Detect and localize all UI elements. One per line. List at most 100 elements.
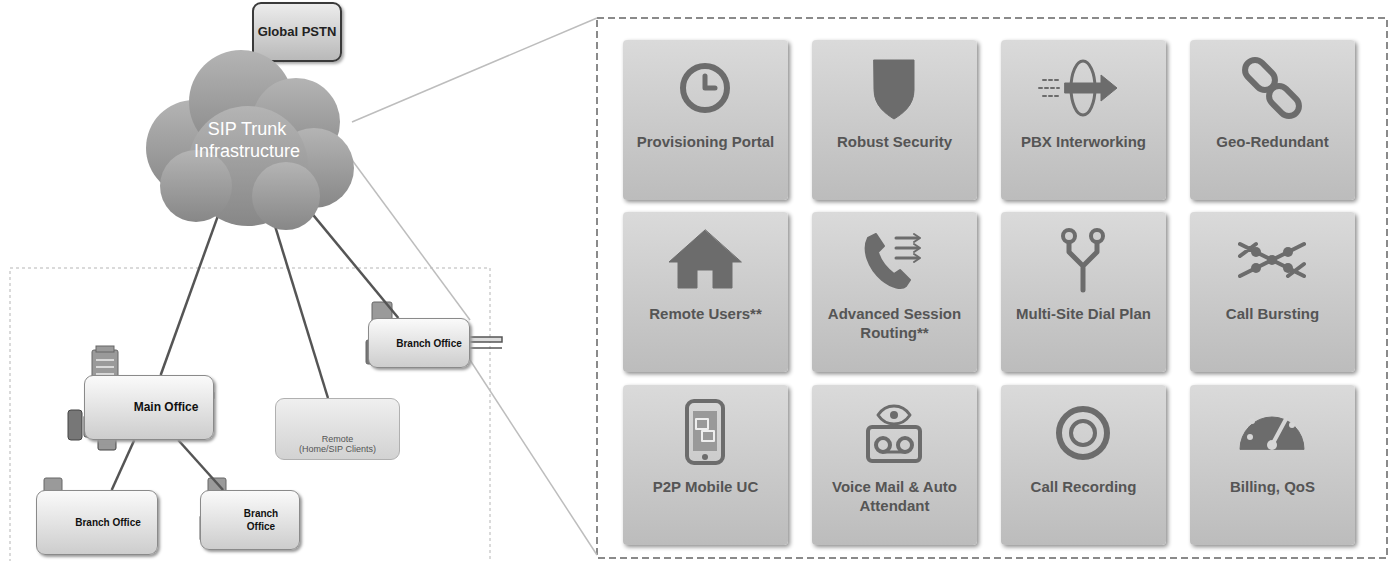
feature-icon [1190,212,1355,307]
node-label: Branch Office [229,507,293,533]
fork-icon-part [1091,230,1103,242]
feature-label: Voice Mail & Auto Attendant [818,477,971,515]
clock-icon-part [683,66,727,110]
node-label: Main Office [134,401,199,414]
cloud-box: SIP Trunk Infrastructure [136,36,358,234]
burst-icon-part [1251,263,1261,273]
feature-label: Call Recording [1031,477,1137,496]
tile-box: Call Bursting [1190,212,1355,372]
node-label: Remote [322,434,354,444]
feature-label: Advanced Session Routing** [818,304,971,342]
cloud-lobe [252,162,320,230]
office-box: Main Office [84,375,214,440]
site-region [10,268,490,561]
pbx-icon-part [1065,75,1117,101]
node-label: Branch Office [396,337,462,350]
feature-icon [1001,40,1166,135]
clock-icon [683,66,727,110]
trunk-link [178,440,223,490]
target-icon-part [1071,421,1095,445]
chain-icon [1241,56,1303,120]
voicemail-icon [868,406,920,461]
feature-label: Call Bursting [1226,304,1319,323]
tile-box: Voice Mail & Auto Attendant [812,385,977,545]
feature-icon [623,212,788,307]
tile-box: P2P Mobile UC [623,385,788,545]
gauge-icon-part [1267,440,1277,450]
tile-box: Robust Security [812,40,977,200]
tile-box: Billing, QoS [1190,385,1355,545]
feature-icon [812,385,977,480]
office-box: Branch Office [368,318,470,368]
feature-icon [1001,212,1166,307]
feature-label: Robust Security [837,132,952,151]
mobile-icon-part [693,411,717,451]
pbx-icon [1039,61,1117,115]
tile-box: Geo-Redundant [1190,40,1355,200]
zoom-line [352,18,597,122]
gauge-icon-part [1247,434,1253,440]
house-icon [669,230,741,288]
phone-icon [866,234,920,288]
tile-box: Call Recording [1001,385,1166,545]
fork-icon-part [1069,238,1097,290]
trunk-link [112,440,135,490]
gauge-icon-part [1289,422,1295,428]
voicemail-icon-part [878,406,910,424]
office-box: Branch Office [36,490,158,555]
node-label: SIP Trunk Infrastructure [172,118,322,162]
burst-icon-part [1283,263,1293,273]
voicemail-icon-part [868,427,920,461]
mobile-icon-part [702,454,708,460]
burst-icon-part [1283,247,1293,257]
window-lines-part [96,359,114,361]
office-box: Branch Office [200,490,300,550]
tile-box: PBX Interworking [1001,40,1166,200]
building-icon-part [96,346,114,352]
feature-panel [597,18,1387,558]
burst-icon-part [1240,244,1304,276]
zoom-line [352,160,470,320]
cloud-lobes [146,50,354,230]
feature-label: Billing, QoS [1230,477,1315,496]
feature-label: Provisioning Portal [637,132,775,151]
remote-box: Remote(Home/SIP Clients) [275,398,400,460]
chain-icon-part [1265,82,1303,120]
tile-box: Provisioning Portal [623,40,788,200]
gauge-icon-part [1249,418,1255,424]
pbx-icon-part [1039,80,1059,96]
voicemail-icon-part [876,438,890,452]
voicemail-icon-part [898,438,912,452]
feature-label: P2P Mobile UC [653,477,759,496]
feature-label: Geo-Redundant [1216,132,1329,151]
mobile-icon [687,401,723,463]
feature-icon [812,212,977,307]
trunk-link [161,213,219,375]
voicemail-icon-part [890,411,898,419]
shield-icon [874,60,914,119]
node-label: Global PSTN [258,24,337,40]
feature-icon [1001,385,1166,480]
zoom-line [470,360,597,555]
target-icon-part [1059,409,1107,457]
pstn-box: Global PSTN [252,2,342,62]
node-label: (Home/SIP Clients) [299,444,376,454]
gauge-icon-part [1261,408,1267,414]
mobile-icon-part [696,419,714,441]
voicemail-icon-part [883,451,905,454]
fork-icon-part [1063,230,1075,242]
feature-icon [623,385,788,480]
feature-icon [623,40,788,135]
phone-icon-part [866,234,910,288]
feature-label: Remote Users** [649,304,762,323]
feature-label: Multi-Site Dial Plan [1016,304,1151,323]
tile-box: Remote Users** [623,212,788,372]
house-icon-part [669,230,741,288]
trunk-link [302,202,398,318]
feature-icon [1190,40,1355,135]
target-icon [1059,409,1107,457]
clock-icon-part [705,76,715,88]
mobile-icon-part [687,401,723,463]
